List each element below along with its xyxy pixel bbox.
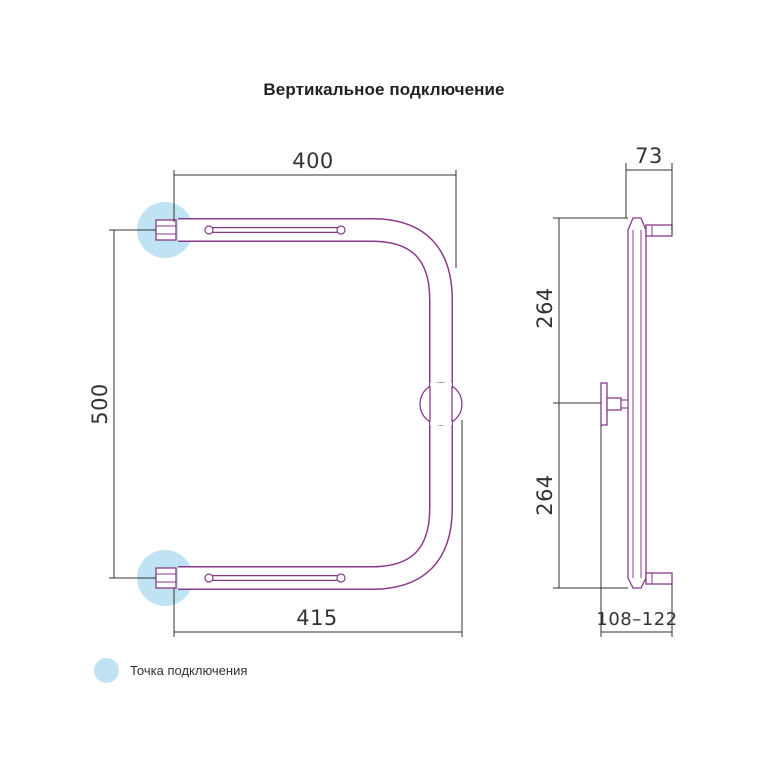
diagram-title: Вертикальное подключение bbox=[263, 80, 505, 99]
rail-pipe bbox=[178, 218, 453, 590]
fitting-bottom bbox=[155, 567, 177, 589]
connection-point-swatch bbox=[94, 657, 119, 683]
pipe-slot-top bbox=[204, 225, 346, 235]
legend: Точка подключения bbox=[94, 657, 247, 683]
dimension-lines-side bbox=[553, 163, 673, 637]
dim-wall-distance: 108–122 bbox=[596, 609, 677, 630]
legend-label: Точка подключения bbox=[130, 662, 248, 678]
dim-side-upper: 264 bbox=[533, 287, 557, 329]
pipe-slot-bottom bbox=[204, 573, 346, 583]
rail-pipe-inner bbox=[178, 219, 452, 589]
dim-side-depth: 73 bbox=[635, 144, 663, 168]
dim-width-top: 400 bbox=[292, 149, 334, 173]
dim-side-lower: 264 bbox=[533, 474, 557, 516]
dim-height: 500 bbox=[88, 383, 112, 425]
dim-width-bottom: 415 bbox=[296, 606, 338, 630]
side-view-bracket bbox=[600, 382, 629, 426]
fitting-top bbox=[155, 219, 177, 241]
dimension-lines-front bbox=[109, 170, 463, 637]
side-view-rail bbox=[627, 217, 673, 589]
